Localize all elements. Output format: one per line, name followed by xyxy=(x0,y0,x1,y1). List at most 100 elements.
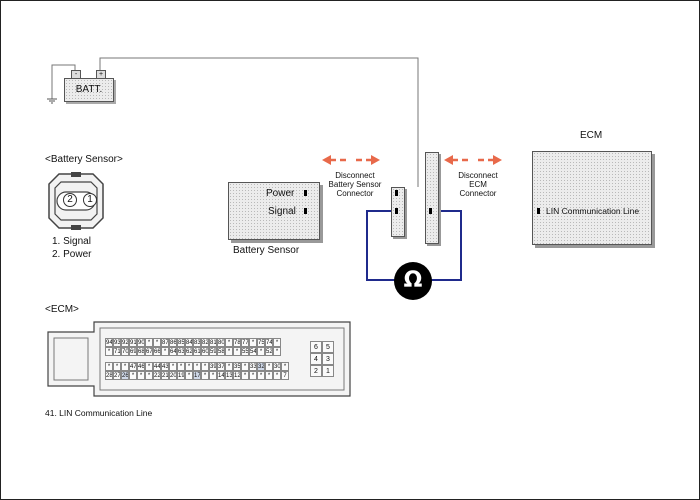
ecm-pin: * xyxy=(169,362,177,371)
ecm-power-pin: 5 xyxy=(322,341,334,353)
battery-ground-wire xyxy=(51,64,76,99)
ecm-pin: 46 xyxy=(137,362,145,371)
disconnect-ecm-arrows xyxy=(444,155,502,165)
ecm-power-pin: 2 xyxy=(310,365,322,377)
ecm-pin: 30 xyxy=(273,362,281,371)
harness-ecm-to-meter xyxy=(431,210,462,281)
battery-sensor-inset-title: <Battery Sensor> xyxy=(45,154,123,165)
ecm-pin: 86 xyxy=(169,338,177,347)
disconnect-ecm-line3: Connector xyxy=(459,189,497,198)
ecm-connector-outline xyxy=(47,321,351,397)
sensor-signal-label: Signal xyxy=(268,206,296,217)
ecm-pin: * xyxy=(273,347,281,356)
ecm-pin: * xyxy=(241,371,249,380)
sensor-signal-pin xyxy=(304,208,307,214)
ecm-pin: 71 xyxy=(113,347,121,356)
battery-sensor-connector[interactable] xyxy=(391,187,405,237)
ecm-pin: 84 xyxy=(185,338,193,347)
ecm-pin: 64 xyxy=(169,347,177,356)
battery-positive-wire xyxy=(99,57,419,187)
ecm-pin: 37 xyxy=(217,362,225,371)
ecm-pin: 82 xyxy=(201,338,209,347)
ecm-pin: 77 xyxy=(241,338,249,347)
ecm-pin: 62 xyxy=(185,347,193,356)
ecm-pin: * xyxy=(153,338,161,347)
ecm-pin: 92 xyxy=(121,338,129,347)
sensor-legend-2: 2. Power xyxy=(52,249,92,260)
disconnect-ecm-line1: Disconnect xyxy=(458,171,498,180)
ecm-pin: 58 xyxy=(217,347,225,356)
ecm-pin: 60 xyxy=(201,347,209,356)
ecm-pin: 7 xyxy=(281,371,289,380)
ecm-power-pin: 3 xyxy=(322,353,334,365)
ecm-pin: * xyxy=(265,371,273,380)
ecm-pin: * xyxy=(265,362,273,371)
ecm-pin: * xyxy=(273,338,281,347)
disconnect-sensor-line3: Connector xyxy=(336,189,374,198)
ecm-pin: * xyxy=(249,338,257,347)
ecm-pin: * xyxy=(145,338,153,347)
ecm-pin: 35 xyxy=(233,362,241,371)
ecm-pin: 52 xyxy=(265,347,273,356)
ecm-pin: * xyxy=(257,347,265,356)
sensor-power-pin xyxy=(304,190,307,196)
ecm-pin: * xyxy=(273,371,281,380)
ecm-pin: 20 xyxy=(169,371,177,380)
ecm-pin: * xyxy=(281,362,289,371)
ecm-pin: 28 xyxy=(105,371,113,380)
ecm-pin: 44 xyxy=(153,362,161,371)
ecm-pin: 63 xyxy=(177,347,185,356)
ecm-title: ECM xyxy=(580,130,603,141)
ecm-pin: * xyxy=(233,347,241,356)
disconnect-sensor-label: Disconnect Battery Sensor Connector xyxy=(327,171,383,198)
ecm-pin: 22 xyxy=(153,371,161,380)
ecm-pin: 67 xyxy=(145,347,153,356)
ecm-pin: 33 xyxy=(249,362,257,371)
ecm-pin: 90 xyxy=(137,338,145,347)
ecm-pin: * xyxy=(137,371,145,380)
ecm-pin: 78 xyxy=(233,338,241,347)
ecm-pin: 12 xyxy=(233,371,241,380)
ecm-pin: 43 xyxy=(161,362,169,371)
ecm-pin: * xyxy=(145,362,153,371)
ecm-pin: * xyxy=(161,347,169,356)
ecm-pin: 26 xyxy=(121,371,129,380)
ecm-power-pin: 4 xyxy=(310,353,322,365)
ecm-pin: 68 xyxy=(137,347,145,356)
sensor-legend-1: 1. Signal xyxy=(52,236,91,247)
ecm-pin: * xyxy=(185,362,193,371)
ecm-pin: 70 xyxy=(121,347,129,356)
ecm-inset-title: <ECM> xyxy=(45,304,79,315)
ecm-pin: 91 xyxy=(129,338,137,347)
ecm-pin: 32 xyxy=(257,362,265,371)
ecm-pin: 66 xyxy=(153,347,161,356)
ecm-pin: * xyxy=(121,362,129,371)
ecm-pin: 74 xyxy=(265,338,273,347)
ecm-pin: * xyxy=(105,347,113,356)
disconnect-ecm-line2: ECM xyxy=(469,180,487,189)
ecm-power-pin: 1 xyxy=(322,365,334,377)
ecm-lin-label: LIN Communication Line xyxy=(546,206,640,216)
disconnect-sensor-arrows xyxy=(322,155,380,165)
ecm-pin: 14 xyxy=(217,371,225,380)
ecm-pin: * xyxy=(209,371,217,380)
ecm-power-pin: 6 xyxy=(310,341,322,353)
ecm-pin: 27 xyxy=(113,371,121,380)
disconnect-sensor-line2: Battery Sensor xyxy=(328,180,382,189)
ecm-pin: 54 xyxy=(249,347,257,356)
ecm-pin: * xyxy=(129,371,137,380)
ecm-pin: * xyxy=(225,362,233,371)
ecm-pin: 13 xyxy=(225,371,233,380)
ecm-pin: * xyxy=(177,362,185,371)
ecm-pin: 80 xyxy=(217,338,225,347)
ecm-pin: 55 xyxy=(241,347,249,356)
ecm-inset-caption: 41. LIN Communication Line xyxy=(45,408,153,418)
ecm-pin: * xyxy=(201,362,209,371)
battery-sensor-caption: Battery Sensor xyxy=(233,245,300,256)
sensor-power-label: Power xyxy=(266,188,295,199)
ecm-connector[interactable] xyxy=(425,152,439,244)
